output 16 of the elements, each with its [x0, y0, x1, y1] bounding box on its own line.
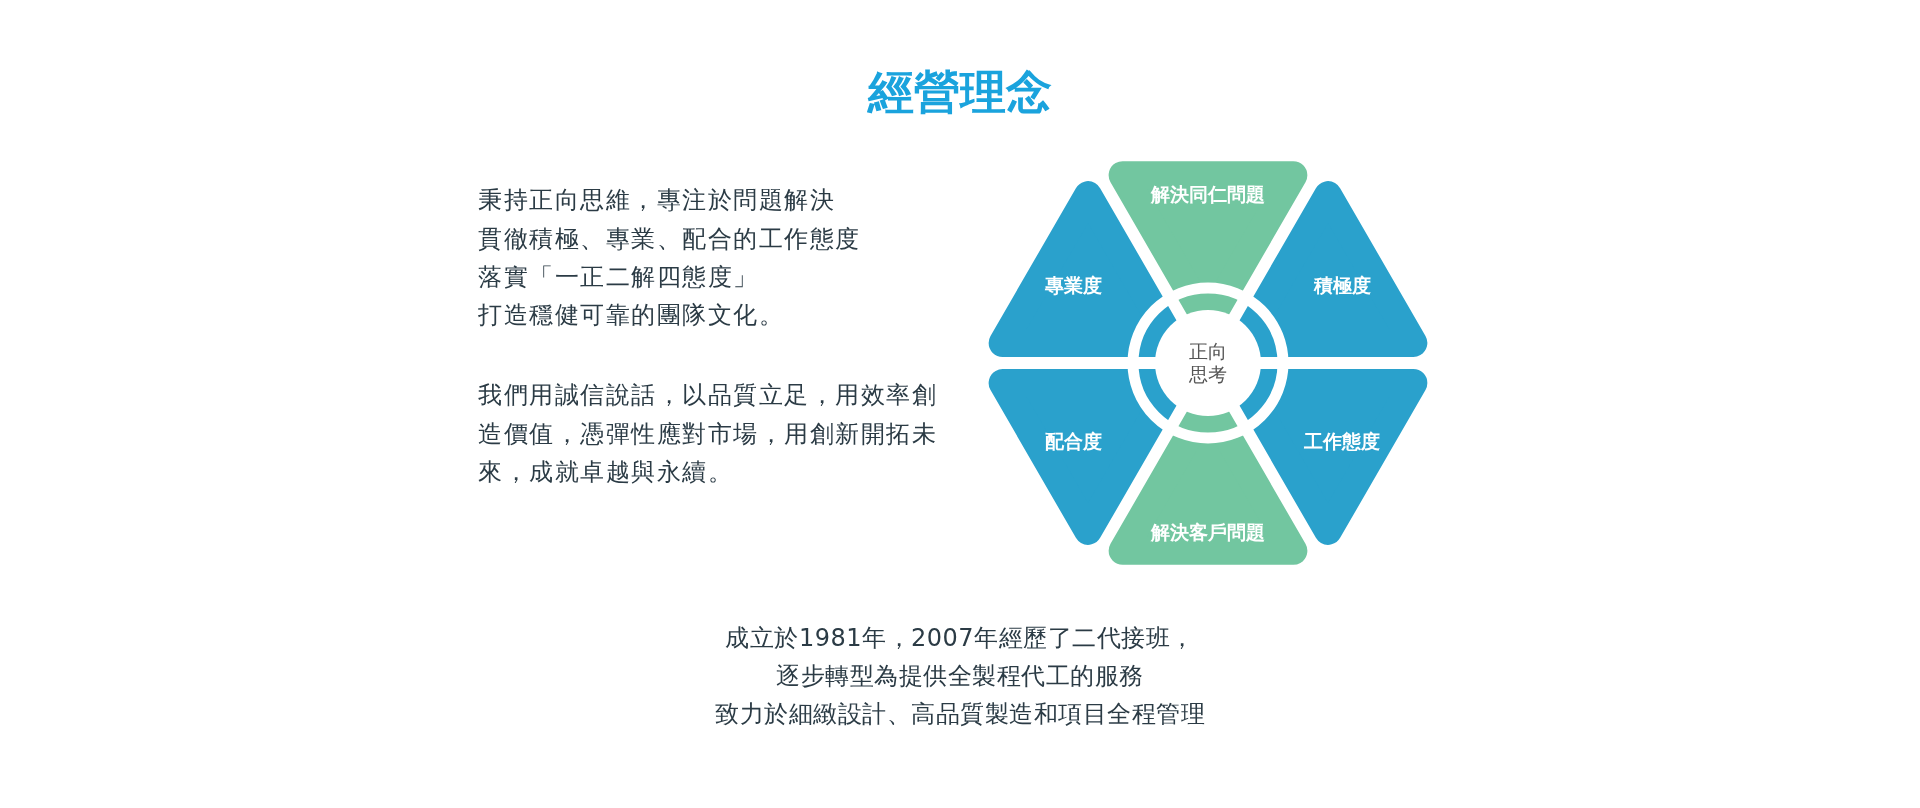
text-paragraph: 致力於細緻設計、高品質製造和項目全程管理 [714, 699, 1206, 730]
text-paragraph: 貫徹積極、專業、配合的工作態度 [478, 224, 861, 255]
text-paragraph: 逐步轉型為提供全製程代工的服務 [775, 661, 1145, 692]
text-paragraph: 打造穩健可靠的團隊文化。 [478, 300, 784, 331]
segment-label: 配合度 [1003, 426, 1144, 455]
segment-label: 專業度 [1003, 271, 1144, 300]
text-paragraph: 成立於1981年，2007年經歷了二代接班， [724, 623, 1196, 654]
page-title: 經營理念 [866, 64, 1053, 121]
text-paragraph: 秉持正向思維，專注於問題解決 [478, 185, 835, 216]
text-paragraph: 落實「一正二解四態度」 [478, 262, 759, 293]
text-paragraph: 我們用誠信說話，以品質立足，用效率創造價值，憑彈性應對市場，用創新開拓未來，成就卓越與永續。 [478, 380, 938, 488]
center-label: 正向思考 [1188, 340, 1228, 386]
segment-label: 解決同仁問題 [1138, 179, 1278, 208]
segment-label: 工作態度 [1272, 426, 1413, 455]
segment-label: 積極度 [1272, 271, 1413, 300]
segment-label: 解決客戶問題 [1138, 518, 1278, 547]
